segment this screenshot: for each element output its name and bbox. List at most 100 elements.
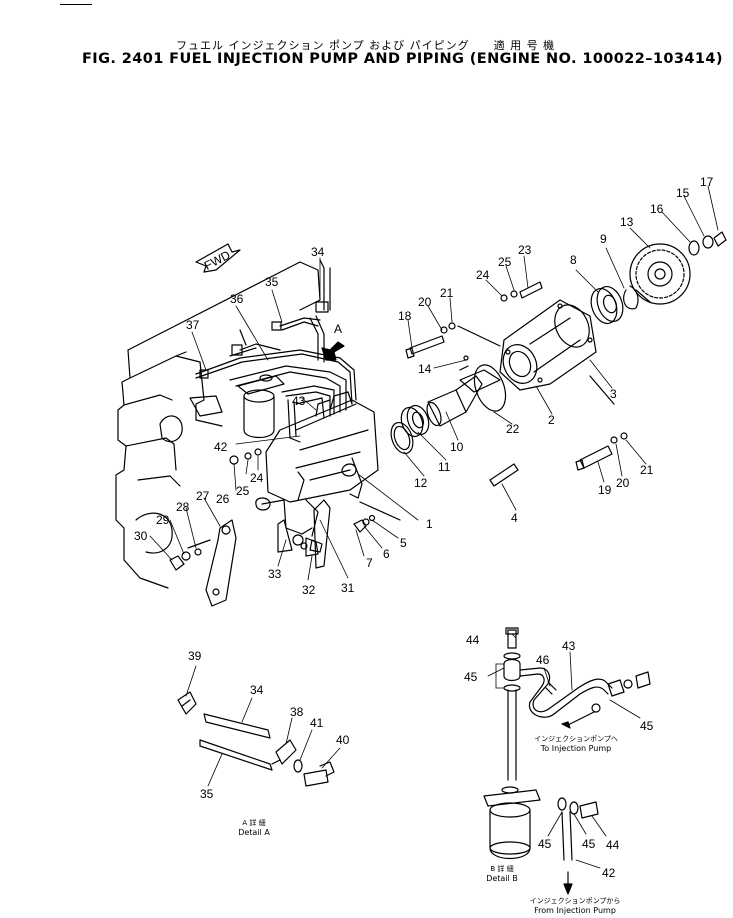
bolts-lower-right xyxy=(575,375,628,471)
fuel-filter-main xyxy=(237,374,285,439)
fasteners-right xyxy=(353,501,401,533)
callout-43-detail: 43 xyxy=(562,639,576,653)
callout-17: 17 xyxy=(700,175,714,189)
bearing-11 xyxy=(400,404,430,438)
callout-26: 26 xyxy=(216,492,230,506)
nut-17 xyxy=(713,231,727,247)
callout-25-upper: 25 xyxy=(498,255,512,269)
callout-14: 14 xyxy=(418,362,432,376)
caption-detail-b-en: Detail B xyxy=(486,874,518,883)
gear-13 xyxy=(629,243,691,305)
callout-15: 15 xyxy=(676,186,690,200)
caption-from-pump: インジェクションポンプから From Injection Pump xyxy=(516,896,634,915)
snap-ring-9 xyxy=(623,285,639,310)
caption-to-pump-en: To Injection Pump xyxy=(540,744,612,753)
callout-45-upper: 45 xyxy=(464,670,478,684)
view-a-label: A xyxy=(334,322,342,336)
o-ring-12 xyxy=(390,421,414,455)
callout-22: 22 xyxy=(506,422,520,436)
callout-38: 38 xyxy=(290,705,304,719)
pump-bracket xyxy=(169,499,331,607)
callout-46: 46 xyxy=(536,653,550,667)
callouts-main: 1 2 3 4 5 6 7 8 9 10 11 12 13 14 15 16 1… xyxy=(134,175,714,597)
callout-13: 13 xyxy=(620,215,634,229)
callout-9: 9 xyxy=(600,232,607,246)
callout-40: 40 xyxy=(336,733,350,747)
callout-27: 27 xyxy=(196,489,210,503)
callout-31: 31 xyxy=(341,581,355,595)
callout-42-detail: 42 xyxy=(602,866,616,880)
callout-30: 30 xyxy=(134,529,148,543)
callout-18: 18 xyxy=(398,309,412,323)
callout-28: 28 xyxy=(176,500,190,514)
callout-32: 32 xyxy=(302,583,316,597)
callout-34: 34 xyxy=(311,245,325,259)
callout-33: 33 xyxy=(268,567,282,581)
callout-34-detail: 34 xyxy=(250,683,264,697)
callout-36: 36 xyxy=(230,292,244,306)
callout-10: 10 xyxy=(450,440,464,454)
callout-39: 39 xyxy=(188,649,202,663)
fasteners-left xyxy=(229,448,262,465)
callout-8: 8 xyxy=(570,253,577,267)
leader-lines xyxy=(149,185,719,581)
callout-21-lower: 21 xyxy=(640,463,654,477)
callout-11: 11 xyxy=(438,460,451,474)
callout-2: 2 xyxy=(548,413,555,427)
callout-24-left: 24 xyxy=(250,471,264,485)
callout-7: 7 xyxy=(366,556,373,570)
washer-16 xyxy=(688,240,700,256)
callout-1: 1 xyxy=(426,517,433,531)
caption-detail-a-en: Detail A xyxy=(238,828,270,837)
header-rule xyxy=(60,4,92,5)
callout-6: 6 xyxy=(383,547,390,561)
callout-45-lower-left: 45 xyxy=(538,837,552,851)
callout-35: 35 xyxy=(265,275,279,289)
stud-4 xyxy=(489,463,519,487)
callout-42-main: 42 xyxy=(214,440,228,454)
shaft-10 xyxy=(426,375,483,427)
injection-pipes xyxy=(195,259,357,443)
caption-detail-b: B 詳 細 Detail B xyxy=(472,864,532,883)
caption-from-pump-jp: インジェクションポンプから xyxy=(529,897,621,905)
callout-20-lower: 20 xyxy=(616,476,630,490)
injection-pump-assembly xyxy=(255,391,379,537)
callout-44-upper: 44 xyxy=(466,633,480,647)
callout-45-lower-right: 45 xyxy=(582,837,596,851)
callout-44-lower: 44 xyxy=(606,838,620,852)
callout-5: 5 xyxy=(400,536,407,550)
detail-b: 44 45 46 43 45 45 45 44 42 xyxy=(464,627,654,895)
housing-2 xyxy=(499,299,597,391)
callout-24-upper: 24 xyxy=(476,268,490,282)
callout-35-detail: 35 xyxy=(200,787,214,801)
callout-37: 37 xyxy=(186,318,200,332)
callout-4: 4 xyxy=(511,511,518,525)
bearing-8 xyxy=(590,285,624,325)
caption-to-pump-jp: インジェクションポンプへ xyxy=(534,735,618,743)
caption-detail-b-jp: B 詳 細 xyxy=(490,865,514,873)
figure-title: FIG. 2401 FUEL INJECTION PUMP AND PIPING… xyxy=(82,51,723,67)
caption-to-pump: インジェクションポンプへ To Injection Pump xyxy=(520,734,632,753)
detail-a: 39 34 38 41 40 35 xyxy=(177,649,350,801)
callout-12: 12 xyxy=(414,476,428,490)
callout-16: 16 xyxy=(650,202,664,216)
caption-detail-a: A 詳 細 Detail A xyxy=(224,818,284,837)
callout-25-left: 25 xyxy=(236,484,250,498)
callout-21-upper: 21 xyxy=(440,286,454,300)
callout-41: 41 xyxy=(310,716,324,730)
view-a-arrow: A xyxy=(321,322,345,361)
washer-15 xyxy=(702,235,714,249)
callout-43-main: 43 xyxy=(292,394,306,408)
callout-19: 19 xyxy=(598,483,612,497)
callout-3: 3 xyxy=(610,387,617,401)
caption-detail-a-jp: A 詳 細 xyxy=(242,819,266,827)
callout-29: 29 xyxy=(156,513,170,527)
japanese-title: フュエル インジェクション ポンプ および パイピング 適 用 号 機 xyxy=(176,39,556,52)
caption-from-pump-en: From Injection Pump xyxy=(534,906,616,915)
bolts-upper-left xyxy=(405,281,543,359)
gasket-22 xyxy=(473,364,507,412)
callout-45-right: 45 xyxy=(640,719,654,733)
callout-20-upper: 20 xyxy=(418,295,432,309)
fwd-arrow: FWD xyxy=(195,243,241,273)
